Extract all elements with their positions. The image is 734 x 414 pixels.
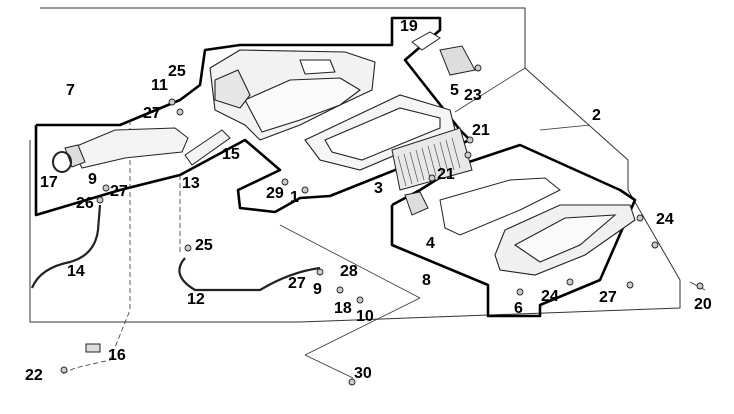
leader-30	[304, 297, 421, 356]
callout-3: 3	[374, 180, 383, 197]
callout-15: 15	[222, 146, 240, 163]
callout-21a: 21	[472, 122, 490, 139]
inlet-hose	[64, 127, 189, 169]
gasket-4	[439, 177, 561, 236]
plate-19	[411, 31, 441, 51]
callout-27d: 27	[599, 289, 617, 306]
callout-24a: 24	[656, 211, 674, 228]
callout-5: 5	[450, 82, 459, 99]
air-box-housing	[209, 49, 376, 141]
callout-27a: 27	[143, 105, 161, 122]
callout-25b: 25	[195, 237, 213, 254]
frame-outline	[29, 7, 681, 323]
callout-6: 6	[514, 300, 523, 317]
fasteners	[60, 64, 704, 386]
callout-17: 17	[40, 174, 58, 191]
clip-16	[85, 343, 101, 353]
callout-21b: 21	[437, 166, 455, 183]
callout-16: 16	[108, 347, 126, 364]
callout-12: 12	[187, 291, 205, 308]
callout-10: 10	[356, 308, 374, 325]
callout-22: 22	[25, 367, 43, 384]
callout-25a: 25	[168, 63, 186, 80]
callout-24b: 24	[541, 288, 559, 305]
leader-30b	[304, 354, 354, 379]
callout-9b: 9	[313, 281, 322, 298]
air-box-cover	[494, 204, 636, 276]
duct-6	[404, 191, 429, 216]
callout-18: 18	[334, 300, 352, 317]
air-filter-element	[391, 127, 473, 191]
callout-27b: 27	[110, 183, 128, 200]
callout-13: 13	[182, 175, 200, 192]
frame-line-top-right	[454, 67, 526, 113]
callout-11: 11	[151, 77, 168, 94]
callout-27c: 27	[288, 275, 306, 292]
callout-9a: 9	[88, 171, 97, 188]
callout-28: 28	[340, 263, 358, 280]
leader-2	[539, 124, 591, 131]
callout-4: 4	[426, 235, 435, 252]
hose-12	[178, 257, 321, 292]
callout-1: 1	[290, 189, 299, 206]
hose-subframe	[59, 120, 131, 376]
callout-7: 7	[66, 82, 75, 99]
callout-8: 8	[422, 272, 431, 289]
hose-14	[30, 204, 102, 289]
callout-14: 14	[67, 263, 85, 280]
callout-30: 30	[354, 365, 372, 382]
callout-20: 20	[694, 296, 712, 313]
group-outline-air-box	[34, 16, 472, 217]
callout-2: 2	[592, 107, 601, 124]
leader-12b	[279, 224, 421, 299]
tube-13	[184, 129, 231, 166]
bracket-5	[439, 45, 476, 76]
callout-19: 19	[400, 18, 418, 35]
clamp-17	[52, 151, 72, 173]
callout-23: 23	[464, 87, 482, 104]
callout-29: 29	[266, 185, 284, 202]
callout-26: 26	[76, 195, 94, 212]
